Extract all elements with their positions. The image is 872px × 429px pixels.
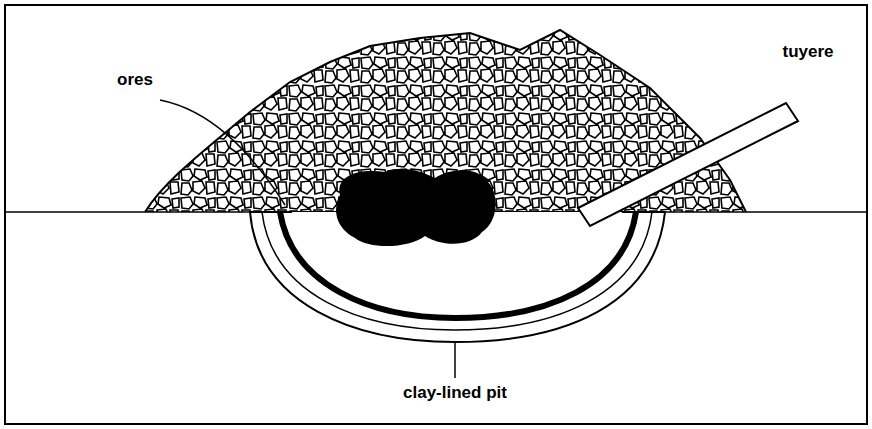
pit-leader [454, 342, 456, 378]
part-label: ores [114, 70, 156, 90]
part-label: tuyere [779, 42, 836, 62]
ores-leader [160, 100, 285, 205]
iron-bloom [336, 169, 496, 246]
frame [5, 5, 867, 424]
tuyere-pipe [578, 103, 798, 226]
part-label: clay-lined pit [400, 383, 510, 403]
